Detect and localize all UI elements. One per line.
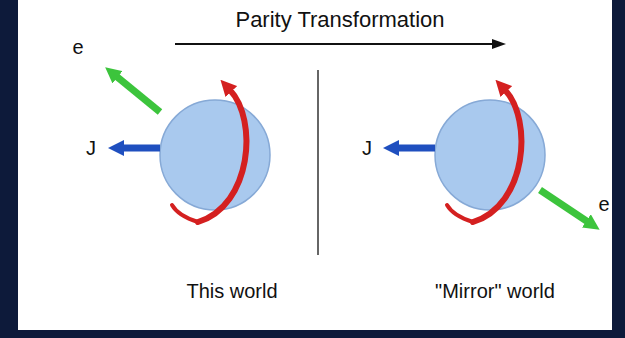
transform-arrow [175,43,494,45]
world-label: This world [186,280,277,302]
sphere [435,100,545,210]
spin-arrow [198,90,246,222]
vector-label: J [86,137,96,159]
angular-momentum-arrow [122,145,160,152]
angular-momentum-arrow [397,145,435,152]
vector-label: J [362,137,372,159]
spin-arrow-back [172,205,198,222]
electron-arrow [540,190,588,222]
electron-arrow [116,76,160,112]
divider [317,70,319,255]
diagram-title: Parity Transformation [235,8,444,32]
world-label: "Mirror" world [435,280,555,302]
spin-arrow-back [447,205,473,222]
spin-arrow [473,90,521,222]
particle-label: e [598,193,609,215]
particle-label: e [72,36,83,58]
sphere [160,100,270,210]
